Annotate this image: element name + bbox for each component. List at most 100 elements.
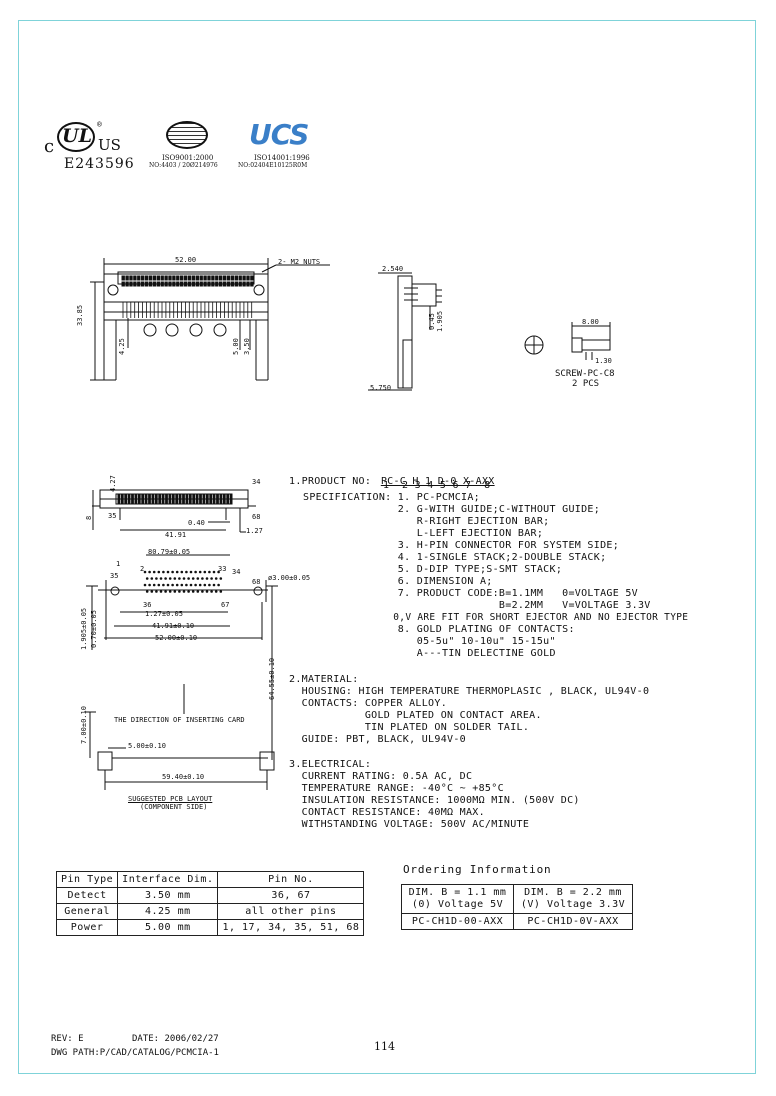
pcb-070: 0.70±0.05 [90,610,98,648]
pcb-700: 7.00±0.10 [80,706,88,744]
dim-top-width: 52.00 [175,256,197,264]
ul-file-number: E243596 [64,156,135,172]
pcb-pin-36: 36 [143,601,152,609]
pin-35: 35 [108,512,117,520]
certification-logos: c UL ® US E243596 ISO9001:2000 NO:4403 /… [44,118,344,178]
table-cell: DIM. B = 2.2 mm (V) Voltage 3.3V [513,884,633,914]
electrical-line: WITHSTANDING VOLTAGE: 500V AC/MINUTE [289,819,530,830]
pin-type-table: Pin Type Interface Dim. Pin No. Detect 3… [55,871,365,936]
spec-line: 2. G-WITH GUIDE;C-WITHOUT GUIDE; [303,504,601,515]
table-row: Power 5.00 mm 1, 17, 34, 35, 51, 68 [55,919,365,936]
side-1905: 1.905 [436,310,444,332]
pcb-pin-67: 67 [221,601,230,609]
ul-mark: UL [62,125,92,147]
table-header: Interface Dim. [117,871,219,888]
material-line: HOUSING: HIGH TEMPERATURE THERMOPLASIC ,… [289,686,650,697]
nuts-label: 2- M2 NUTS [278,258,321,266]
ul-c: c [44,136,55,157]
pcb-8079: 80.79±0.05 [148,548,191,556]
dim-500: 5.00 [232,338,240,355]
electrical-title: 3.ELECTRICAL: [289,759,372,770]
spec-line: 0,V ARE FIT FOR SHORT EJECTOR AND NO EJE… [303,612,689,623]
drawing-date: DATE: 2006/02/27 [132,1034,219,1044]
product-number-block: 1.PRODUCT NO: PC-C H 1 D-0 X-AXX [289,469,495,488]
table-cell: 3.50 mm [117,887,219,904]
pcb-pin-33: 33 [218,565,227,573]
spec-line: 3. H-PIN CONNECTOR FOR SYSTEM SIDE; [303,540,620,551]
table-cell: General [55,903,119,920]
electrical-line: INSULATION RESISTANCE: 1000MΩ MIN. (500V… [289,795,580,806]
iso9001-label: ISO9001:2000 [162,154,214,162]
electrical-line: CONTACT RESISTANCE: 40MΩ MAX. [289,807,485,818]
dim-4191: 41.91 [165,531,187,539]
electrical-line: TEMPERATURE RANGE: -40°C ~ +85°C [289,783,504,794]
material-line: GOLD PLATED ON CONTACT AREA. [289,710,542,721]
pcb-5200: 52.00±0.10 [155,634,198,642]
ucs-logo: UCS [249,118,309,151]
ordering-col1-line2: (0) Voltage 5V [411,899,504,910]
pcb-4191: 41.91±0.10 [152,622,195,630]
spec-line: 5. D-DIP TYPE;S-SMT STACK; [303,564,563,575]
pin-427: 4.27 [109,475,117,492]
component-side: (COMPONENT SIDE) [140,803,208,811]
page-number: 114 [374,1040,395,1053]
pcb-500: 5.00±0.10 [128,742,166,750]
table-row: PC-CH1D-00-AXX PC-CH1D-0V-AXX [400,913,633,930]
ordering-title: Ordering Information [403,863,552,876]
iso14001-number: NO:02404E10125R0M [238,162,308,169]
pcb-pin-68: 68 [252,578,261,586]
table-cell: Detect [55,887,119,904]
screw-length: 8.00 [582,318,599,326]
material-line: CONTACTS: COPPER ALLOY. [289,698,448,709]
insertion-direction: THE DIRECTION OF INSERTING CARD [114,716,245,724]
dim-height: 33.85 [76,304,84,326]
material-line: TIN PLATED ON SOLDER TAIL. [289,722,530,733]
pcb-pin-2: 2 [140,565,145,573]
spec-line: SPECIFICATION: 1. PC-PCMCIA; [303,492,480,503]
product-code: PC-C H 1 D-0 X-AXX [380,476,495,487]
pcb-5940: 59.40±0.10 [162,773,205,781]
ul-us: US [98,136,121,154]
pin-68: 68 [252,513,261,521]
spec-line: 7. PRODUCT CODE:B=1.1MM 0=VOLTAGE 5V [303,588,638,599]
dim-8: 8 [85,515,93,520]
spec-line: R-RIGHT EJECTION BAR; [303,516,550,527]
screw-qty: 2 PCS [572,379,600,389]
table-header-row: Pin Type Interface Dim. Pin No. [55,871,365,888]
table-cell: 36, 67 [217,887,365,904]
pcb-127: 1.27±0.05 [145,610,183,618]
pcb-pin-35: 35 [110,572,119,580]
material-section: 2.MATERIAL: HOUSING: HIGH TEMPERATURE TH… [289,674,649,746]
table-cell: all other pins [217,903,365,920]
dim-127: 1.27 [246,527,263,535]
iso9001-number: NO:4403 / 20Ø214976 [149,162,218,169]
table-cell: 5.00 mm [117,919,219,936]
dim-425: 4.25 [118,338,126,355]
spec-line: 8. GOLD PLATING OF CONTACTS: [303,624,575,635]
dim-350: 3.50 [243,338,251,355]
electrical-section: 3.ELECTRICAL: CURRENT RATING: 0.5A AC, D… [289,759,580,831]
pcb-1905: 1.905±0.05 [80,607,88,650]
spec-line: L-LEFT EJECTION BAR; [303,528,544,539]
side-5750: 5.750 [370,384,392,392]
ordering-col2-line2: (V) Voltage 3.3V [520,899,626,910]
pcb-pin-1: 1 [116,560,121,568]
spec-line: B=2.2MM V=VOLTAGE 3.3V [303,600,651,611]
page-frame [18,20,756,1074]
spec-line: 6. DIMENSION A; [303,576,493,587]
spec-line: A---TIN DELECTINE GOLD [303,648,556,659]
table-cell: DIM. B = 1.1 mm (0) Voltage 5V [400,884,515,914]
revision: REV: E [51,1034,84,1044]
table-cell: 1, 17, 34, 35, 51, 68 [217,919,365,936]
pcb-pin-34: 34 [232,568,241,576]
table-cell: PC-CH1D-00-AXX [400,913,515,930]
ordering-col2-line1: DIM. B = 2.2 mm [524,887,622,898]
table-header: Pin No. [217,871,365,888]
electrical-line: CURRENT RATING: 0.5A AC, DC [289,771,473,782]
globe-icon [166,121,208,149]
screw-130: 1.30 [595,357,612,365]
ordering-col1-line1: DIM. B = 1.1 mm [408,887,507,898]
screw-name: SCREW-PC-C8 [555,369,615,379]
drawing-path: DWG PATH:P/CAD/CATALOG/PCMCIA-1 [51,1048,219,1058]
table-cell: PC-CH1D-0V-AXX [513,913,633,930]
